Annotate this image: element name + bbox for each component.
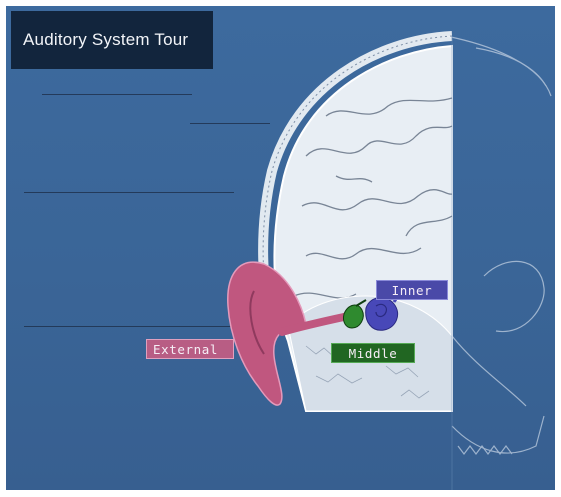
middle-ear-label[interactable]: Middle: [331, 343, 415, 363]
inner-ear-label[interactable]: Inner: [376, 280, 448, 300]
ear-anatomy-illustration: [6, 6, 555, 490]
external-ear-label[interactable]: External: [146, 339, 234, 359]
skull-outline: [446, 36, 551, 454]
content-panel: Auditory System Tour: [6, 6, 555, 490]
